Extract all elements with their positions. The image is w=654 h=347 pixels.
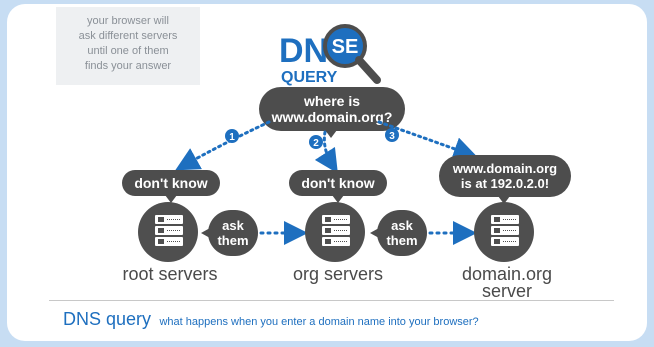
arrow-to-domain [377,120,478,161]
bubble-line: ask [222,218,244,233]
arrow-to-root [175,120,271,171]
footer-caption: DNS query what happens when you enter a … [63,309,479,330]
bubble-line: is at 192.0.2.0! [460,176,550,191]
bubble-line: them [386,233,418,248]
dns-query-logo: DNS QUERY SE [279,24,381,86]
ask-them-bubble-2: ask them [377,210,427,256]
footer-subtitle: what happens when you enter a domain nam… [159,316,479,328]
domain-server-label: domain.org server [437,264,577,301]
dont-know-bubble-root: don't know [122,170,220,196]
step-badge-2: 2 [309,135,323,149]
step-badge-1: 1 [225,129,239,143]
logo-small-text: QUERY [281,69,338,86]
bubble-tail [370,228,379,238]
org-server-icon [305,202,365,262]
bubble-tail [201,228,210,238]
svg-text:3: 3 [389,131,395,142]
domain-server-icon [474,202,534,262]
note-line: ask different servers [78,30,178,42]
bubble-line: ask [391,218,413,233]
bubble-line: www.domain.org [452,161,558,176]
bubble-tail [325,130,337,138]
footer-title: DNS query [63,309,152,329]
answer-bubble: www.domain.org is at 192.0.2.0! [439,155,571,197]
magnifier-icon: SE [323,24,381,84]
bubble-line: www.domain.org? [271,109,393,125]
svg-text:2: 2 [313,138,319,149]
svg-text:1: 1 [229,132,235,143]
label-line: server [481,281,532,301]
info-note: your browser will ask different servers … [56,7,200,85]
query-arrows: 1 2 3 [165,120,510,245]
bubble-line: them [217,233,249,248]
note-line: your browser will [87,15,169,27]
bubble-tail [165,195,177,203]
bubble-tail [498,196,510,204]
dont-know-bubble-org: don't know [289,170,387,196]
org-servers-label: org servers [292,264,384,284]
note-line: until one of them [87,45,169,57]
bubble-line: where is [303,93,361,109]
note-line: finds your answer [84,60,172,72]
logo-badge-text: SE [332,36,359,58]
root-server-icon [138,202,198,262]
arrow-to-org [314,130,338,174]
bubble-tail [332,195,344,203]
diagram-card: your browser will ask different servers … [7,4,647,341]
divider [49,300,614,301]
ask-them-bubble-1: ask them [208,210,258,256]
label-line: domain.org [461,264,553,284]
step-badge-3: 3 [385,128,399,142]
root-servers-label: root servers [122,264,218,284]
